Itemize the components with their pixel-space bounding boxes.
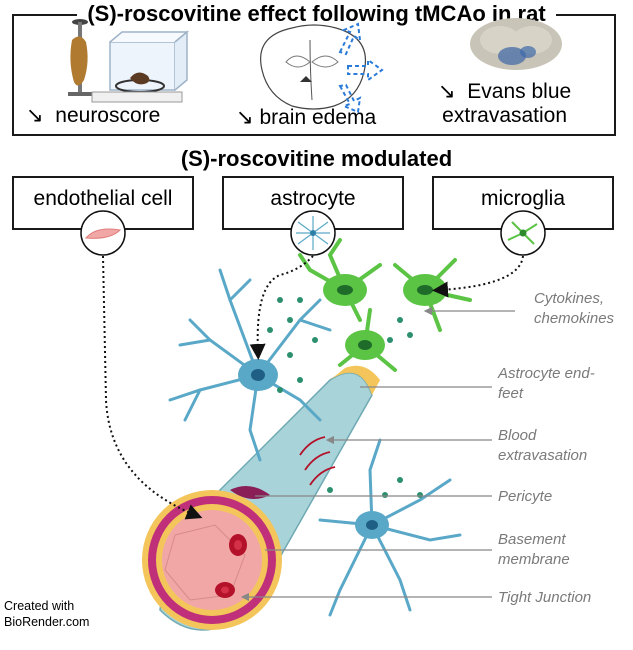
astrocyte-cell-2 [318,438,462,617]
neuroscore-label: ↘ neuroscore [26,104,161,127]
brain-section-icon [260,22,384,114]
annotation-cytokines: Cytokines,chemokines [534,290,615,327]
modulated-title: (S)-roscovitine modulated [180,146,453,171]
brain-edema-label: ↘ brain edema [236,106,377,129]
astrocyte-icon [290,210,336,256]
microglia-cell [298,238,472,372]
rat-on-rotarod-icon [68,19,190,103]
microglia-icon [500,210,546,256]
endothelial-cell-icon [80,210,126,256]
annotation-astrocyte-end-feet: Astrocyte end-feet [498,365,595,402]
cytokine-dots [267,297,423,498]
blood-vessel [142,365,380,631]
astrocyte-box: astrocyte [222,176,404,230]
annotation-tight-junction: Tight Junction [498,589,592,606]
endothelial-cell-box: endothelial cell [12,176,194,230]
stained-brain-icon [470,18,562,70]
annotation-pericyte: Pericyte [498,488,553,505]
astrocyte-cell [168,268,332,462]
evans-blue-label: ↘ Evans blue extravasation [438,80,572,127]
effect-panel-title: (S)-roscovitine effect following tMCAo i… [0,0,633,28]
